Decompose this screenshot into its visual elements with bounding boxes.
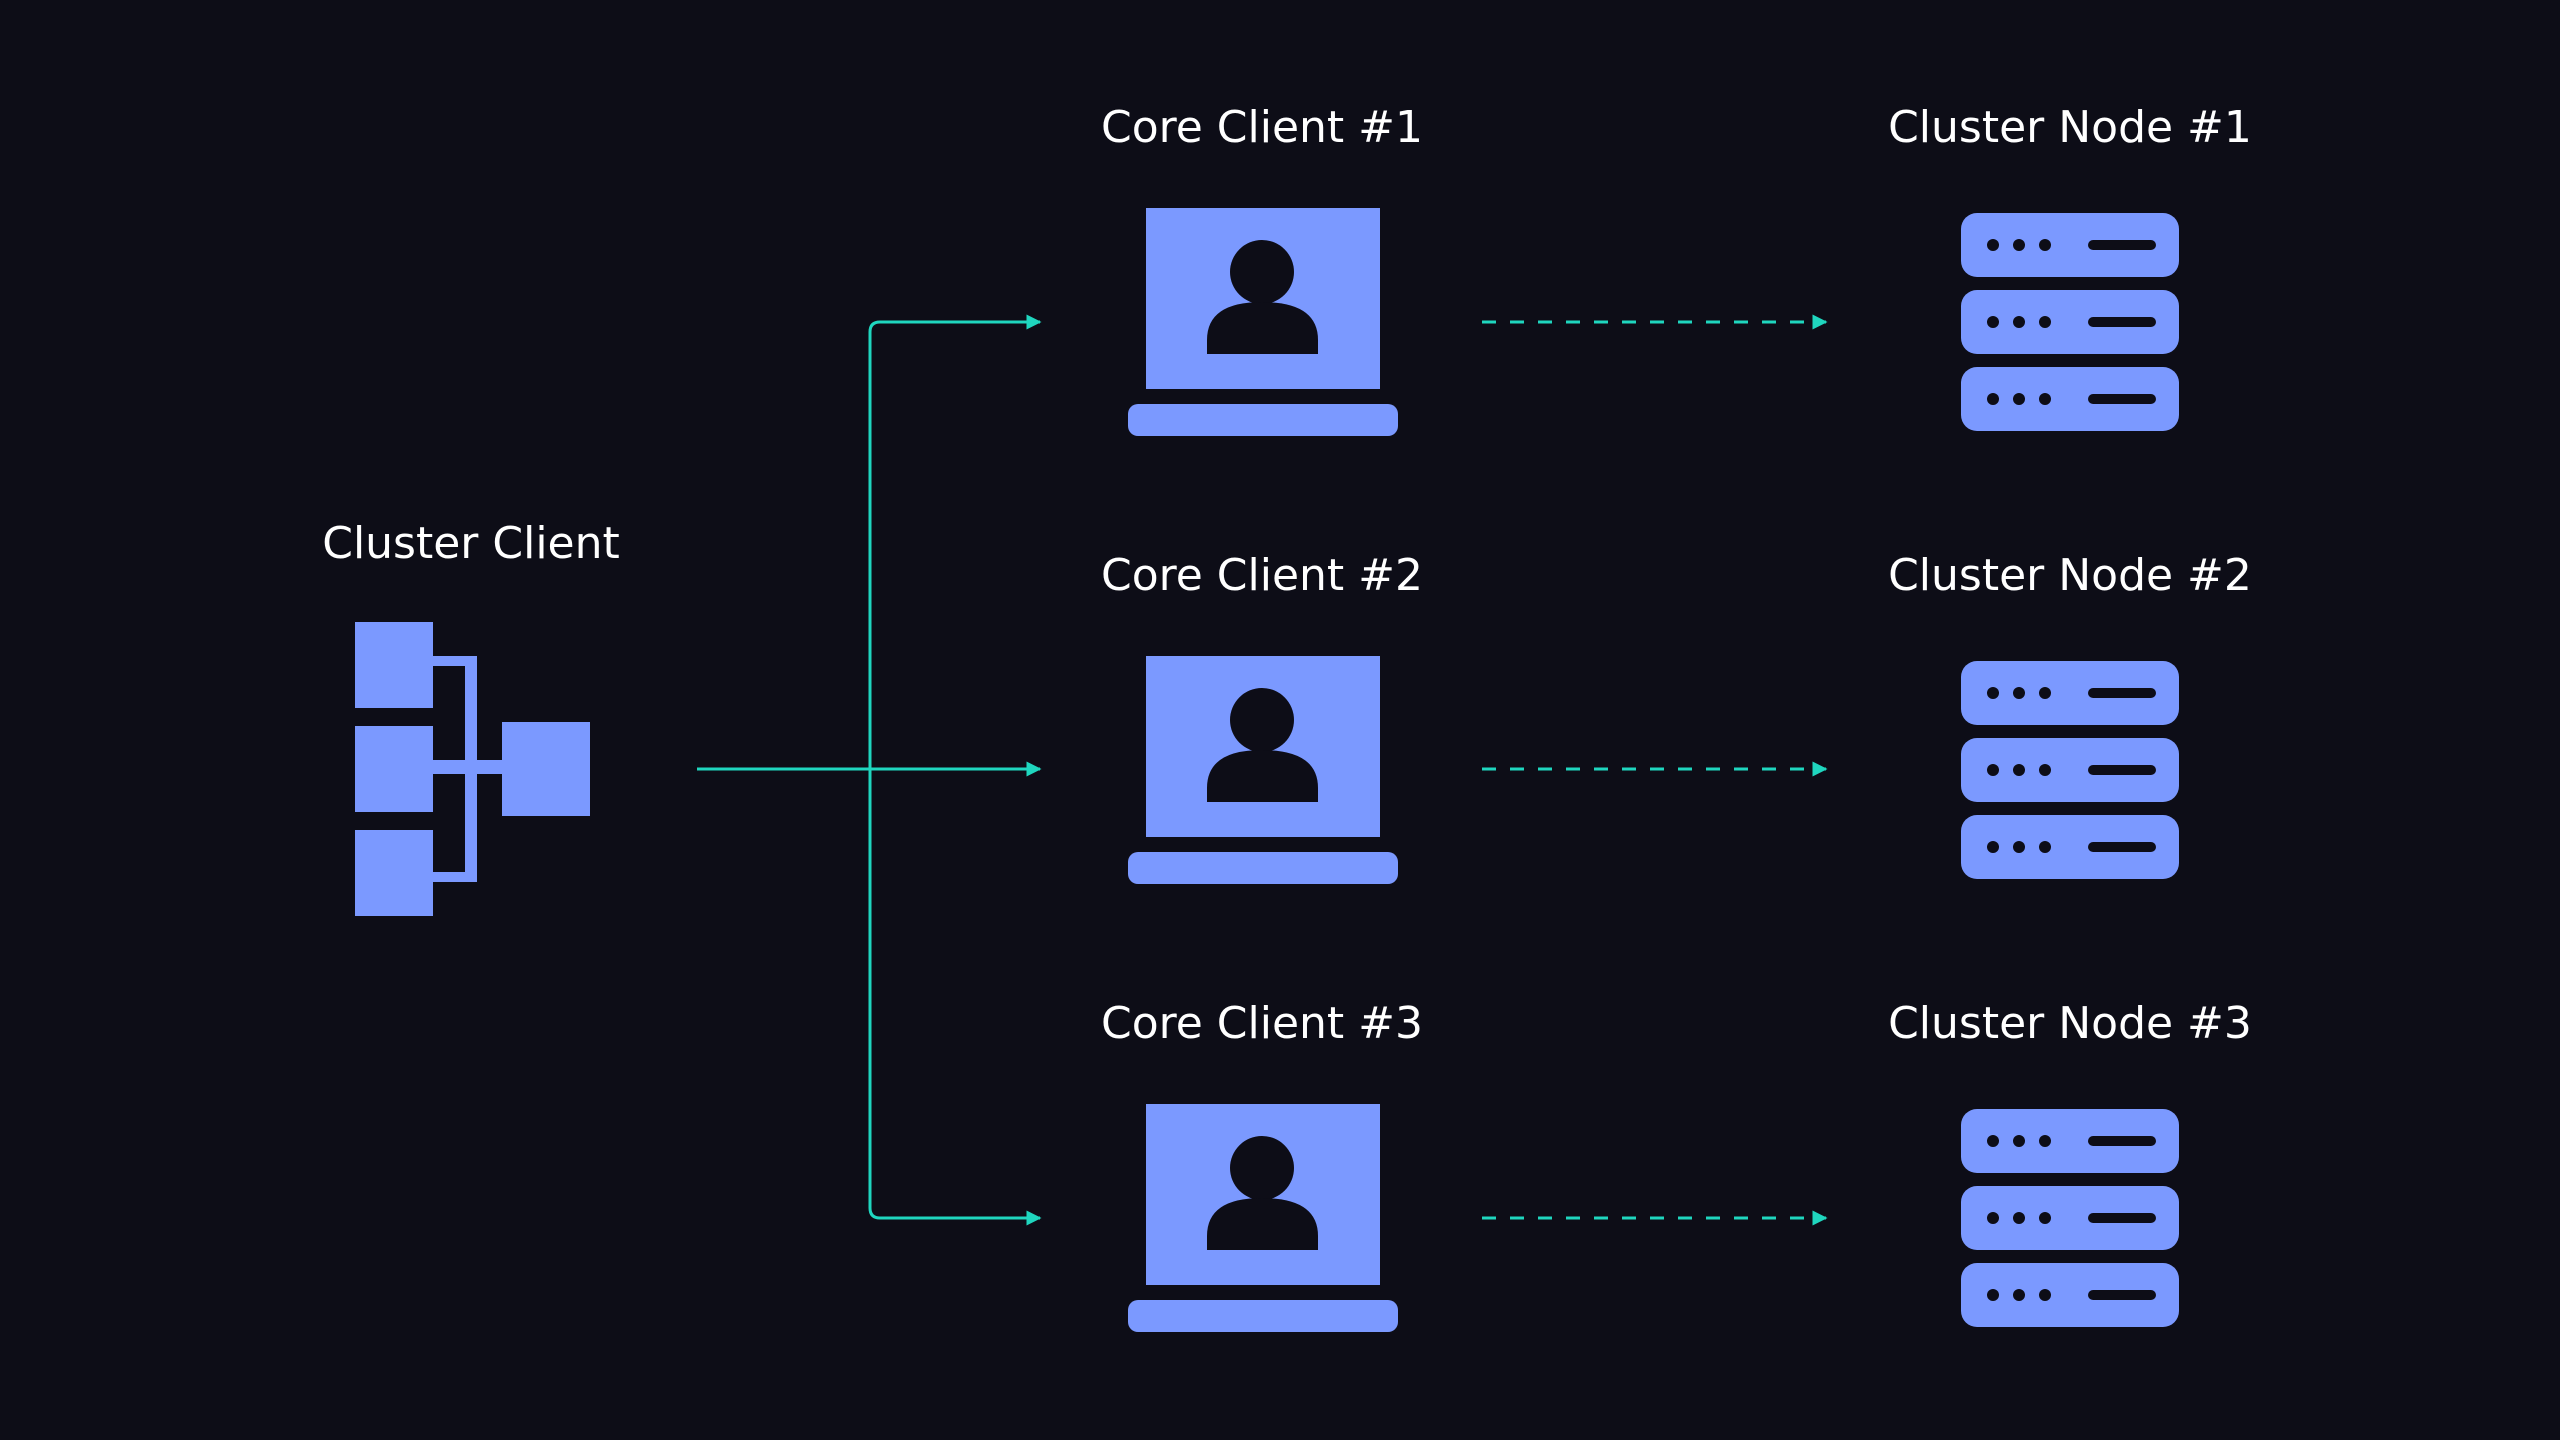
core-client-3-label: Core Client #3	[1101, 998, 1423, 1049]
cluster-node-1-label: Cluster Node #1	[1888, 102, 2252, 153]
laptop-user-icon	[1128, 208, 1398, 436]
cluster-node-3-label: Cluster Node #3	[1888, 998, 2252, 1049]
laptop-user-icon	[1128, 656, 1398, 884]
cluster-node-2-label: Cluster Node #2	[1888, 550, 2252, 601]
server-stack-icon	[1961, 661, 2179, 879]
server-stack-icon	[1961, 1109, 2179, 1327]
core-client-1-label: Core Client #1	[1101, 102, 1423, 153]
core-to-node-connectors	[1482, 314, 1828, 1226]
core-client-2-label: Core Client #2	[1101, 550, 1423, 601]
laptop-user-icon	[1128, 1104, 1398, 1332]
server-stack-icon	[1961, 213, 2179, 431]
network-hierarchy-icon	[355, 622, 590, 916]
cluster-client-label: Cluster Client	[322, 518, 620, 569]
cluster-to-core-connectors	[697, 314, 1042, 1226]
